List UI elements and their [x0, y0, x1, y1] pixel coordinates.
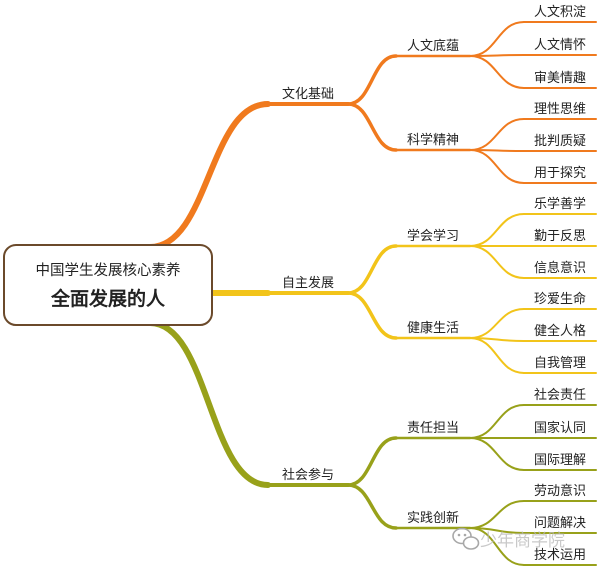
- connector-sub-to-leaf: [469, 527, 525, 566]
- sub-branch-label: 实践创新: [407, 510, 459, 526]
- connector-sub-to-leaf: [469, 404, 525, 439]
- leaf-label: 人文情怀: [534, 38, 586, 53]
- leaf-label: 健全人格: [534, 323, 586, 339]
- leaf-label: 珍爱生命: [534, 291, 586, 307]
- connector-branch-to-sub: [346, 483, 398, 530]
- leaf-label: 勤于反思: [534, 229, 586, 244]
- connector-sub-to-leaf: [469, 245, 525, 279]
- root-node: 中国学生发展核心素养 全面发展的人: [3, 244, 213, 326]
- connector-sub-to-leaf: [469, 308, 525, 339]
- leaf-label: 信息意识: [534, 260, 586, 276]
- connector-sub-to-leaf: [469, 55, 525, 89]
- leaf-label: 理性思维: [534, 102, 586, 117]
- leaf-label: 劳动意识: [534, 483, 586, 499]
- watermark-text: 少年商学院: [480, 531, 565, 551]
- connector-root-to-branch: [147, 320, 271, 488]
- connector-sub-to-leaf: [469, 149, 525, 184]
- leaf-label: 审美情趣: [534, 71, 586, 86]
- leaf-label: 技术运用: [534, 548, 586, 563]
- leaf-label: 人文积淀: [534, 5, 586, 20]
- root-subtitle: 中国学生发展核心素养: [36, 262, 181, 279]
- watermark: 少年商学院: [452, 527, 565, 551]
- sub-branch-label: 健康生活: [407, 320, 459, 336]
- leaf-label: 国际理解: [534, 453, 586, 468]
- connector-sub-to-leaf: [469, 437, 525, 471]
- connector-layer: [147, 21, 597, 566]
- root-box: [3, 244, 213, 326]
- leaf-label: 社会责任: [534, 387, 586, 403]
- connector-branch-to-sub: [346, 291, 398, 340]
- sub-branch-label: 学会学习: [407, 228, 459, 244]
- connector-sub-to-leaf: [469, 118, 525, 151]
- connector-branch-to-sub: [346, 436, 398, 487]
- leaf-label: 自我管理: [534, 356, 586, 371]
- connector-branch-to-sub: [346, 244, 398, 295]
- leaf-label: 国家认同: [534, 420, 586, 436]
- leaf-label: 问题解决: [534, 516, 586, 531]
- leaf-label: 用于探究: [534, 166, 586, 181]
- branch-label: 文化基础: [282, 87, 334, 102]
- connector-sub-to-leaf: [469, 337, 525, 374]
- connector-root-to-branch: [147, 101, 271, 250]
- branch-label: 自主发展: [282, 275, 334, 291]
- root-title: 全面发展的人: [50, 287, 166, 310]
- connector-branch-to-sub: [346, 54, 398, 106]
- sub-branch-label: 人文底蕴: [407, 38, 459, 54]
- sub-branch-label: 科学精神: [407, 132, 459, 148]
- leaf-label: 乐学善学: [534, 196, 586, 212]
- connector-sub-to-leaf: [469, 500, 525, 529]
- connector-branch-to-sub: [346, 102, 398, 152]
- leaf-label: 批判质疑: [534, 133, 586, 149]
- branch-label: 社会参与: [282, 467, 334, 483]
- sub-branch-label: 责任担当: [407, 421, 459, 436]
- connector-sub-to-leaf: [469, 213, 525, 247]
- connector-sub-to-leaf: [469, 54, 525, 57]
- wechat-icon: [452, 527, 480, 550]
- connector-sub-to-leaf: [469, 21, 525, 57]
